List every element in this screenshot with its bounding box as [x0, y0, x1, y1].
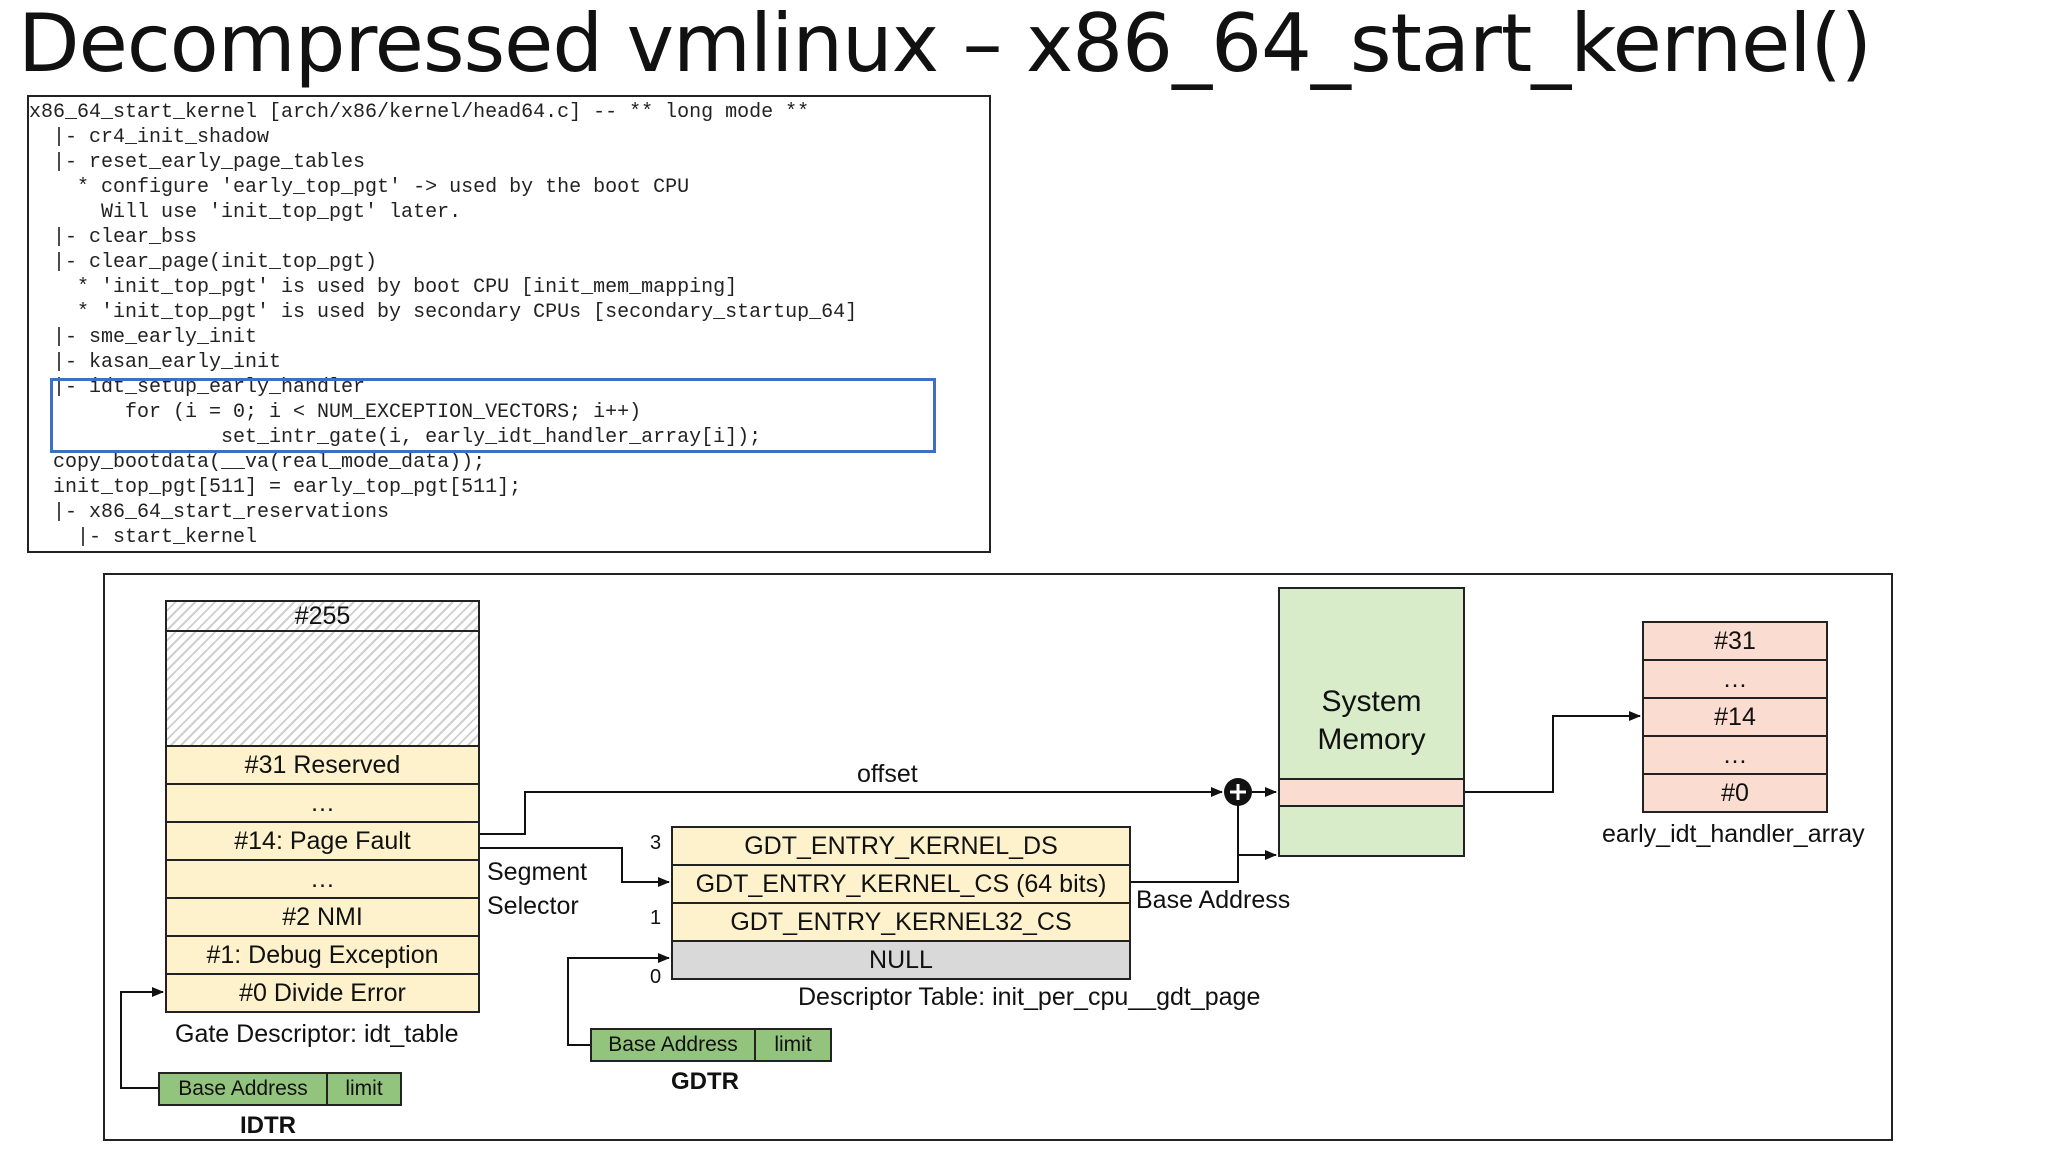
slide-title: Decompressed vmlinux – x86_64_start_kern…	[18, 0, 1872, 90]
code-line: * configure 'early_top_pgt' -> used by t…	[29, 176, 690, 199]
system-memory-label-2: Memory	[1317, 723, 1426, 756]
code-line: |- start_kernel	[29, 526, 258, 549]
idtr-to-idt-arrow	[120, 987, 164, 1089]
idtr-label: IDTR	[240, 1112, 296, 1139]
gdt-entry-kernel-ds: GDT_ENTRY_KERNEL_DS	[671, 826, 1131, 866]
code-line: * 'init_top_pgt' is used by boot CPU [in…	[29, 276, 738, 299]
idt-entry: #1: Debug Exception	[165, 935, 480, 975]
code-line: |- reset_early_page_tables	[29, 151, 366, 174]
idt-entry-255-label: #255	[294, 601, 351, 630]
idt-entry: #0 Divide Error	[165, 973, 480, 1013]
system-memory	[1278, 587, 1465, 857]
handler-array-caption: early_idt_handler_array	[1602, 820, 1865, 848]
gdtr-label: GDTR	[671, 1068, 739, 1095]
idtr-limit: limit	[326, 1072, 402, 1106]
idt-entry: …	[165, 859, 480, 899]
code-line: x86_64_start_kernel [arch/x86/kernel/hea…	[29, 101, 810, 124]
diagram-frame	[103, 573, 1893, 1141]
gdtr-base-address: Base Address	[590, 1028, 756, 1062]
code-line: |- idt_setup_early_handler	[29, 376, 366, 399]
idt-entry-page-fault: #14: Page Fault	[165, 821, 480, 861]
offset-label: offset	[857, 760, 918, 788]
gdt-index-0: 0	[650, 966, 662, 988]
idt-entry: #31 Reserved	[165, 745, 480, 785]
idt-caption: Gate Descriptor: idt_table	[175, 1020, 459, 1048]
code-line: Will use 'init_top_pgt' later.	[29, 201, 462, 224]
code-line: for (i = 0; i < NUM_EXCEPTION_VECTORS; i…	[29, 401, 642, 424]
base-address-label: Base Address	[1136, 886, 1291, 914]
offset-arrow	[480, 787, 1223, 835]
segment-selector-arrow	[480, 847, 670, 887]
gdt-index-3: 3	[650, 832, 662, 854]
gdt-entry-null: NULL	[671, 940, 1131, 980]
gdt-index-1: 1	[650, 907, 662, 929]
code-line: |- clear_bss	[29, 226, 198, 249]
idtr-base-address: Base Address	[158, 1072, 328, 1106]
handler-entry: …	[1642, 735, 1828, 775]
memory-to-handler-array-arrow	[1465, 711, 1641, 793]
base-address-line	[1131, 805, 1239, 883]
segment-selector-label-1: Segment	[487, 858, 588, 886]
segment-selector-label-2: Selector	[487, 892, 579, 920]
code-line: |- x86_64_start_reservations	[29, 501, 390, 524]
code-line: |- cr4_init_shadow	[29, 126, 270, 149]
code-listing-box	[27, 95, 991, 553]
code-line: * 'init_top_pgt' is used by secondary CP…	[29, 301, 858, 324]
handler-entry: #0	[1642, 773, 1828, 813]
code-line: init_top_pgt[511] = early_top_pgt[511];	[29, 476, 522, 499]
gdt-entry-kernel-cs: GDT_ENTRY_KERNEL_CS (64 bits)	[671, 864, 1131, 904]
system-memory-label-1: System	[1321, 685, 1422, 718]
code-line: |- clear_page(init_top_pgt)	[29, 251, 378, 274]
plus-sum-icon	[1224, 778, 1252, 806]
idt-setup-highlight-box	[50, 378, 936, 453]
memory-handler-region	[1278, 778, 1465, 807]
gdtr-limit: limit	[754, 1028, 832, 1062]
code-line: set_intr_gate(i, early_idt_handler_array…	[29, 426, 762, 449]
gdtr-to-gdt-arrow	[567, 953, 670, 1046]
code-line: |- kasan_early_init	[29, 351, 282, 374]
handler-entry: #31	[1642, 621, 1828, 661]
code-line: copy_bootdata(__va(real_mode_data));	[29, 451, 486, 474]
gdt-caption: Descriptor Table: init_per_cpu__gdt_page	[798, 983, 1261, 1011]
code-line: |- sme_early_init	[29, 326, 258, 349]
